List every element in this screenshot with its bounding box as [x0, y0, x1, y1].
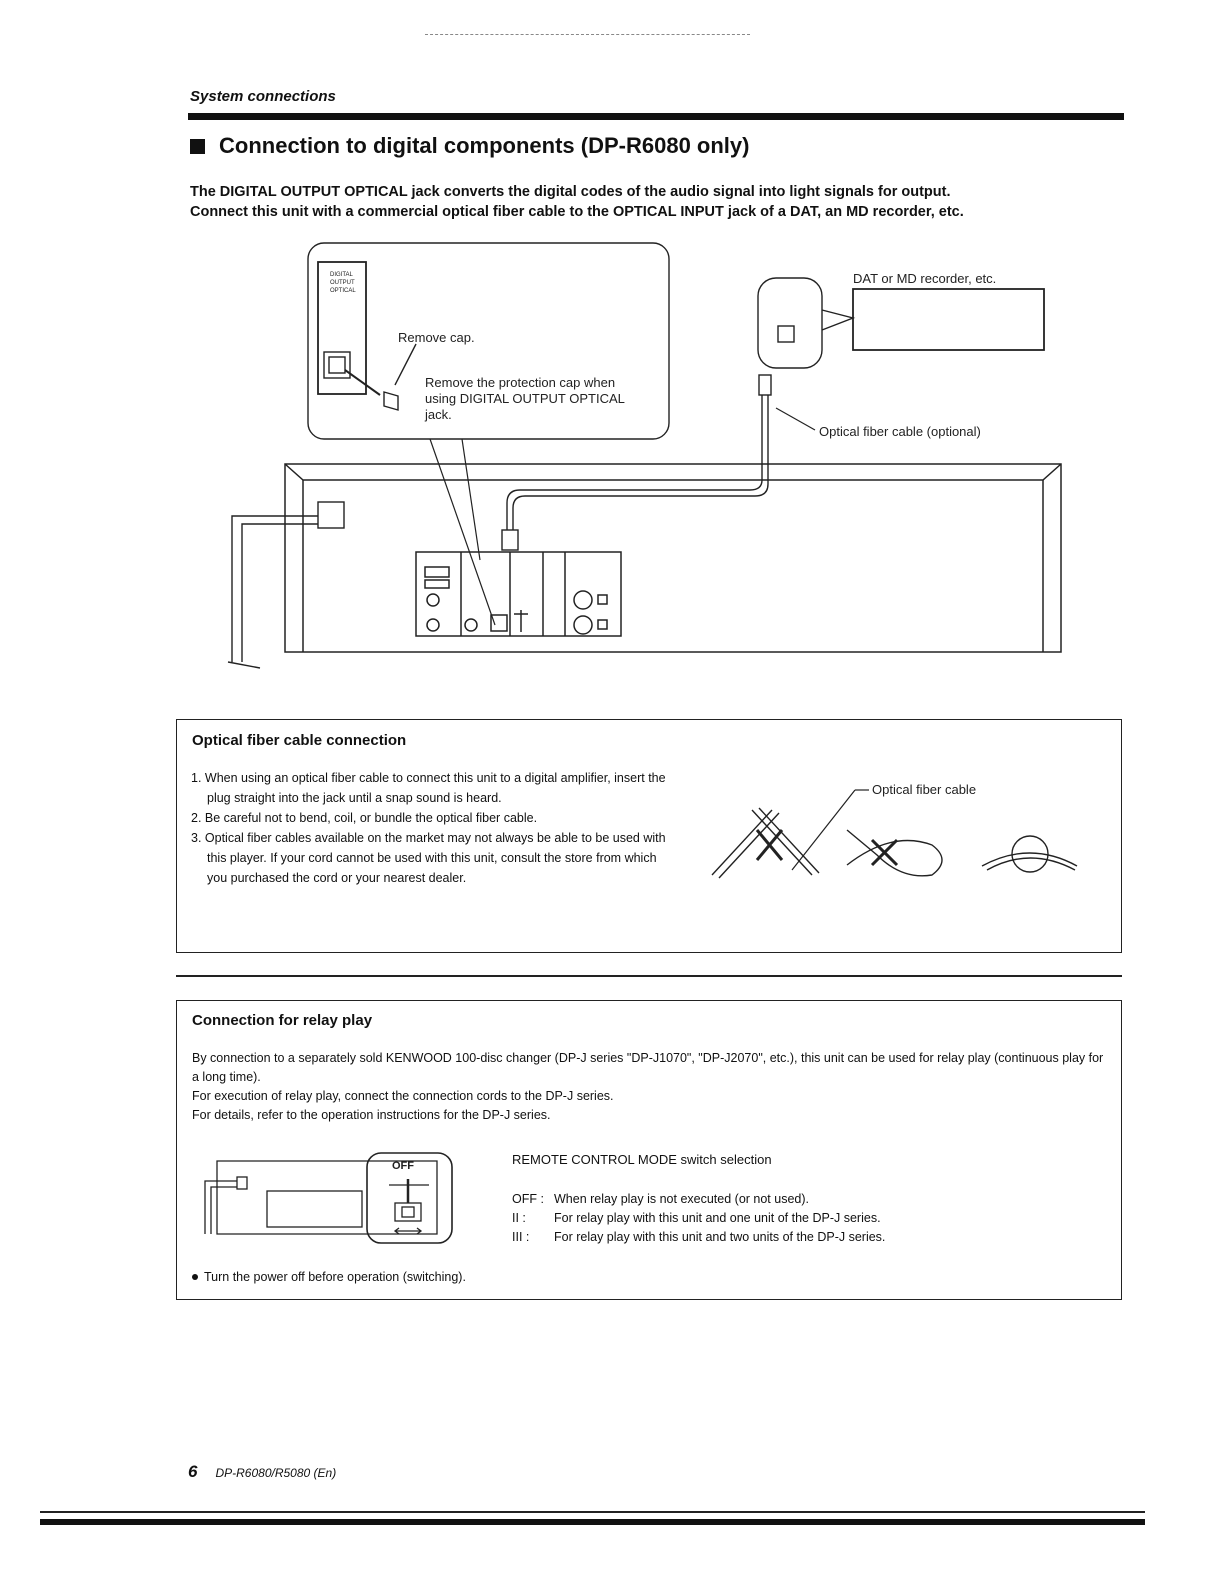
mode-desc: When relay play is not executed (or not … — [554, 1192, 809, 1206]
relay-paragraphs: By connection to a separately sold KENWO… — [192, 1049, 1112, 1125]
optical-cable-label: Optical fiber cable (optional) — [819, 424, 981, 439]
mode-key: OFF : — [512, 1192, 544, 1206]
jack-label-small: DIGITAL OUTPUT OPTICAL — [330, 272, 356, 294]
callout-bubble — [307, 242, 670, 440]
list-item: 2. Be careful not to bend, coil, or bund… — [191, 811, 538, 825]
mode-row: OFF : When relay play is not executed (o… — [512, 1190, 885, 1209]
cable-illustration-label: Optical fiber cable — [872, 782, 976, 797]
jack-label-line-3: OPTICAL — [330, 288, 356, 294]
relay-paragraph-2: For execution of relay play, connect the… — [192, 1089, 614, 1103]
mode-row: II : For relay play with this unit and o… — [512, 1209, 885, 1228]
top-dashed-rule — [425, 34, 750, 35]
model-number: DP-R6080/R5080 (En) — [215, 1466, 337, 1480]
recorder-label: DAT or MD recorder, etc. — [853, 271, 996, 286]
mode-list: OFF : When relay play is not executed (o… — [512, 1190, 885, 1247]
intro-line-2: Connect this unit with a commercial opti… — [190, 204, 964, 220]
mode-key: III : — [512, 1230, 530, 1244]
page-heading: Connection to digital components (DP-R60… — [190, 133, 749, 159]
relay-paragraph-1: By connection to a separately sold KENWO… — [192, 1051, 1104, 1084]
mode-key: II : — [512, 1211, 526, 1225]
jack-label-line-1: DIGITAL — [330, 272, 354, 278]
section-label: System connections — [190, 88, 336, 105]
intro-text: The DIGITAL OUTPUT OPTICAL jack converts… — [190, 182, 964, 222]
cap-note: Remove the protection cap when using DIG… — [424, 375, 625, 422]
page-number: 6 — [188, 1462, 198, 1481]
list-item: 1. When using an optical fiber cable to … — [191, 771, 666, 805]
heading-text: Connection to digital components (DP-R60… — [219, 133, 750, 158]
optical-fiber-cable-line — [501, 374, 816, 551]
cable-handling-illustration: Optical fiber cable — [711, 782, 1078, 879]
relay-play-box: Connection for relay play By connection … — [176, 1000, 1122, 1300]
coiled-cable-icon — [846, 829, 943, 877]
optical-instructions-list: 1. When using an optical fiber cable to … — [191, 768, 671, 888]
header-rule — [188, 113, 1124, 120]
list-item: 3. Optical fiber cables available on the… — [191, 831, 666, 885]
bent-cable-icon — [711, 809, 773, 876]
relay-box-title: Connection for relay play — [192, 1012, 373, 1029]
intro-line-1: The DIGITAL OUTPUT OPTICAL jack converts… — [190, 184, 951, 200]
recorder-jack-bubble — [757, 277, 1045, 369]
optical-box-title: Optical fiber cable connection — [192, 732, 407, 749]
section-divider — [176, 975, 1122, 977]
unit-rear-panel — [284, 463, 1062, 653]
optical-connection-box: Optical fiber cable connection 1. When u… — [176, 719, 1122, 953]
connection-diagram: DIGITAL OUTPUT OPTICAL Remove cap. Remov… — [227, 242, 1062, 669]
cap-note-line-2: using DIGITAL OUTPUT OPTICAL — [425, 391, 625, 406]
looped-cable-icon — [1011, 835, 1049, 873]
jack-label-line-2: OUTPUT — [330, 280, 355, 286]
bullet-dot-icon — [192, 1274, 198, 1280]
relay-paragraph-3: For details, refer to the operation inst… — [192, 1108, 551, 1122]
bullet-square-icon — [190, 138, 205, 154]
mode-desc: For relay play with this unit and one un… — [554, 1211, 881, 1225]
callout-pointer — [429, 438, 496, 626]
cap-note-line-1: Remove the protection cap when — [425, 375, 615, 390]
relay-switch-diagram: OFF — [204, 1152, 453, 1244]
power-cord — [227, 501, 345, 669]
power-note-text: Turn the power off before operation (swi… — [204, 1270, 466, 1284]
mode-row: III : For relay play with this unit and … — [512, 1228, 885, 1247]
mode-title: REMOTE CONTROL MODE switch selection — [512, 1152, 772, 1167]
switch-off-label: OFF — [392, 1160, 414, 1172]
bottom-rule — [40, 1511, 1145, 1513]
remove-cap-label: Remove cap. — [398, 330, 475, 345]
mode-desc: For relay play with this unit and two un… — [554, 1230, 886, 1244]
page-footer: 6 DP-R6080/R5080 (En) — [188, 1462, 336, 1482]
cap-note-line-3: jack. — [424, 407, 452, 422]
bottom-rule-thick — [40, 1519, 1145, 1525]
power-note: Turn the power off before operation (swi… — [192, 1270, 466, 1284]
